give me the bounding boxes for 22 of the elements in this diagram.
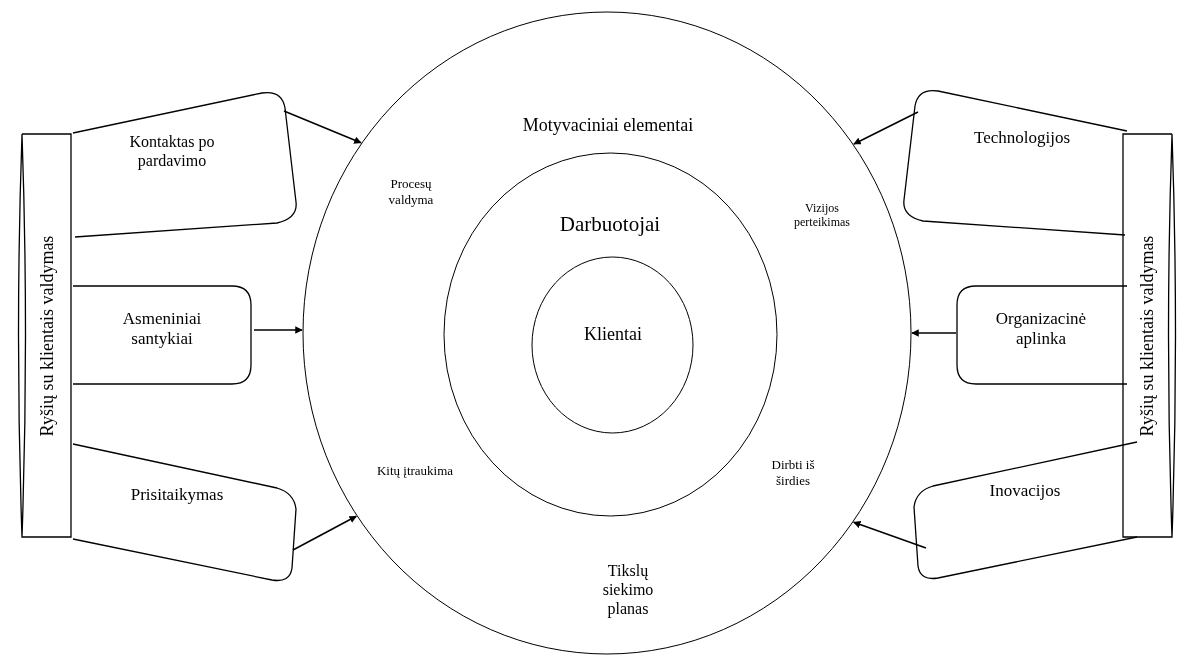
arrow xyxy=(853,111,919,145)
arrow xyxy=(911,329,957,337)
node-label: Prisitaikymas xyxy=(129,485,225,506)
node-label: Darbuotojai xyxy=(558,212,662,238)
ring-label: Tikslų siekimo planas xyxy=(601,561,655,619)
node-label: Kontaktas po pardavimo xyxy=(128,132,216,171)
ring-label: Procesų valdyma xyxy=(387,176,435,208)
node-label: Technologijos xyxy=(972,128,1072,149)
ring-label: Dirbti iš širdies xyxy=(770,457,816,489)
vertical-label: Ryšių su klientais valdymas xyxy=(38,235,56,436)
node-label: Asmeniniai santykiai xyxy=(121,309,203,350)
ring-label: Vizijos perteikimas xyxy=(793,201,851,230)
node-label: Motyvaciniai elementai xyxy=(521,115,695,137)
arrow xyxy=(283,110,362,144)
node-label: Klientai xyxy=(583,324,643,346)
node-label: Inovacijos xyxy=(988,481,1062,502)
arrow xyxy=(292,515,357,551)
ring-label: Kitų įtraukima xyxy=(376,463,454,479)
vertical-label: Ryšių su klientais valdymas xyxy=(1138,235,1156,436)
node-label: Organizacinė aplinka xyxy=(994,309,1088,350)
arrow xyxy=(253,326,303,334)
arrow xyxy=(852,521,927,549)
